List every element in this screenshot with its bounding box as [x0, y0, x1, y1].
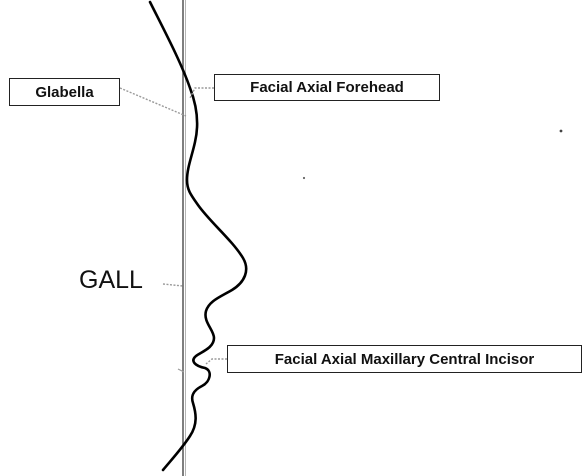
glabella-label: Glabella — [9, 78, 120, 106]
stray-dot — [560, 130, 563, 133]
facial-axial-forehead-label: Facial Axial Forehead — [214, 74, 440, 101]
incisor-leader-line — [206, 359, 227, 364]
glabella-leader-line — [120, 88, 186, 116]
facial-axial-maxillary-central-incisor-label: Facial Axial Maxillary Central Incisor — [227, 345, 582, 373]
gall-label: GALL — [79, 268, 143, 293]
gall-leader-line — [163, 284, 183, 286]
facial-profile-curve — [150, 2, 246, 470]
stray-dot — [303, 177, 305, 179]
